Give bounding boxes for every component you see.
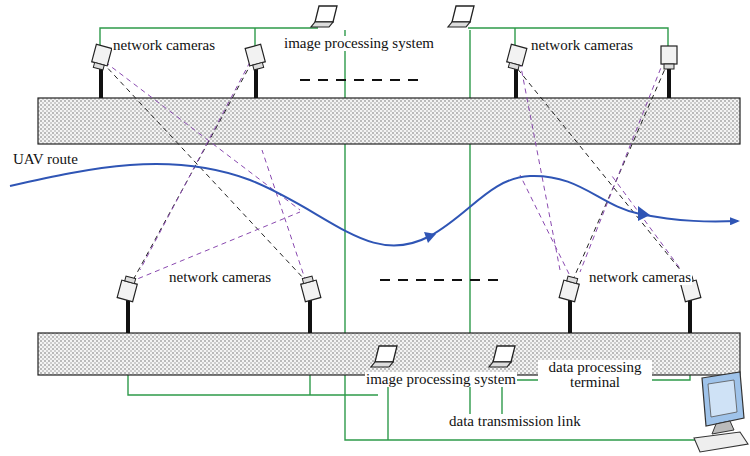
route-label: UAV route (12, 152, 79, 167)
terminal-icon (694, 372, 748, 452)
link-label: data transmission link (448, 414, 582, 429)
uav-route (10, 164, 738, 246)
system-label: image processing system (365, 372, 517, 387)
laptop-icons (311, 6, 515, 367)
sight-lines (102, 60, 690, 282)
data-wiring (100, 28, 725, 440)
terminal-label: data processing terminal (538, 360, 652, 390)
camera-label: network cameras (588, 270, 692, 285)
system-label: image processing system (283, 36, 435, 51)
network-camera-icons (90, 44, 700, 301)
camera-label: network cameras (530, 38, 634, 53)
camera-label: network cameras (112, 38, 216, 53)
ellipsis-dashes (300, 80, 500, 280)
route-arrow (638, 206, 650, 221)
camera-label: network cameras (168, 270, 272, 285)
route-arrow (424, 232, 436, 243)
